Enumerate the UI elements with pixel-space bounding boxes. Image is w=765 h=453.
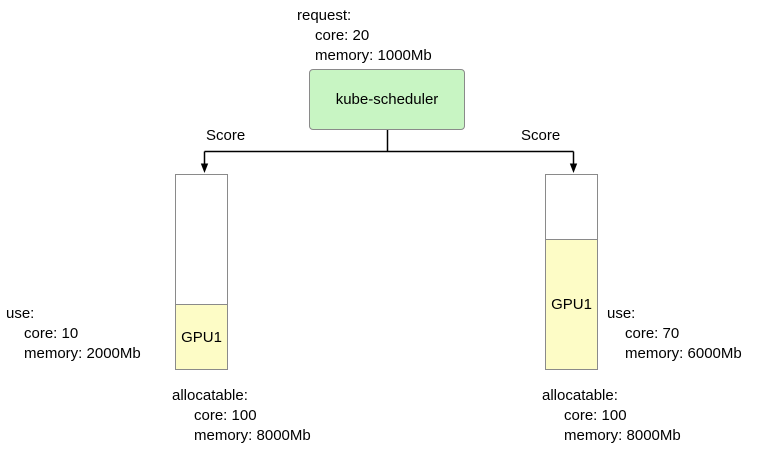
- kube-scheduler-node: kube-scheduler: [309, 69, 465, 130]
- allocatable-title-left: allocatable:: [172, 387, 248, 404]
- kube-scheduler-label: kube-scheduler: [335, 91, 439, 108]
- allocatable-annotation-right: allocatable: core: 100 memory: 8000Mb: [542, 386, 681, 446]
- use-title-left: use:: [6, 305, 35, 322]
- use-annotation-right: use: core: 70 memory: 6000Mb: [607, 304, 742, 364]
- use-annotation-left: use: core: 10 memory: 2000Mb: [6, 304, 141, 364]
- allocatable-core-right: core: 100: [564, 407, 627, 424]
- right-arrowhead-icon: [569, 163, 578, 173]
- allocatable-title-right: allocatable:: [542, 387, 618, 404]
- gpu-usage-fill-right: GPU1: [546, 239, 597, 369]
- edge-label-score-right: Score: [521, 127, 561, 144]
- gpu-usage-fill-left: GPU1: [176, 304, 227, 369]
- gpu-label-right: GPU1: [551, 296, 592, 313]
- left-arrowhead-icon: [200, 163, 209, 173]
- request-memory: memory: 1000Mb: [315, 47, 432, 64]
- allocatable-annotation-left: allocatable: core: 100 memory: 8000Mb: [172, 386, 311, 446]
- edge-label-score-left: Score: [206, 127, 246, 144]
- use-memory-right: memory: 6000Mb: [625, 345, 742, 362]
- request-core: core: 20: [315, 27, 370, 44]
- node-bar-right: GPU1: [545, 174, 598, 370]
- use-memory-left: memory: 2000Mb: [24, 345, 141, 362]
- use-title-right: use:: [607, 305, 636, 322]
- node-bar-left: GPU1: [175, 174, 228, 370]
- gpu-label-left: GPU1: [181, 328, 222, 346]
- request-title: request:: [297, 7, 352, 24]
- allocatable-memory-left: memory: 8000Mb: [194, 427, 311, 444]
- use-core-right: core: 70: [625, 325, 680, 342]
- allocatable-memory-right: memory: 8000Mb: [564, 427, 681, 444]
- allocatable-core-left: core: 100: [194, 407, 257, 424]
- request-annotation: request: core: 20 memory: 1000Mb: [297, 6, 432, 66]
- use-core-left: core: 10: [24, 325, 79, 342]
